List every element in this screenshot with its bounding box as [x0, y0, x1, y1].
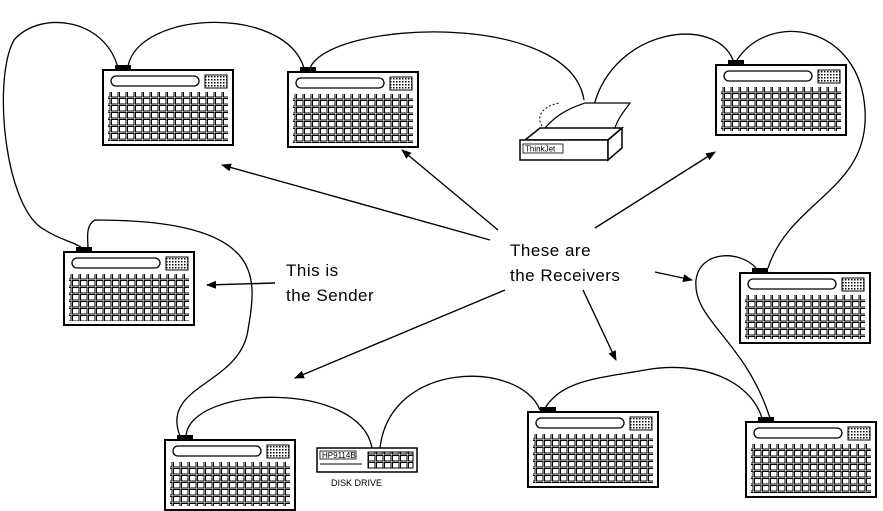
printer-label: ThinkJet — [525, 145, 556, 154]
arrow — [221, 163, 491, 241]
loop-cables — [2, 21, 866, 449]
calculator-3 — [715, 60, 847, 136]
cable — [185, 396, 373, 449]
thinkjet-printer: ThinkJet — [519, 102, 632, 162]
sender-label-line2: the Sender — [286, 286, 374, 305]
calculator-7 — [527, 407, 659, 488]
cable — [309, 31, 585, 101]
calculator-sender — [63, 247, 195, 326]
arrow — [594, 151, 716, 229]
cable — [86, 219, 253, 437]
disk-drive: HP9114B DISK DRIVE — [316, 447, 418, 488]
receivers-label-line2: the Receivers — [510, 266, 620, 285]
cable — [736, 30, 866, 269]
cable — [2, 21, 119, 249]
calculator-8 — [745, 417, 877, 498]
arrow — [206, 280, 276, 289]
cable — [593, 33, 734, 106]
arrows — [206, 149, 716, 379]
calculator-6 — [164, 435, 296, 511]
arrow — [654, 271, 693, 283]
cable — [543, 366, 763, 419]
arrow — [401, 149, 499, 231]
cable — [127, 21, 305, 69]
calculator-2 — [287, 67, 419, 148]
cable — [379, 375, 541, 449]
disk-drive-caption: DISK DRIVE — [331, 478, 382, 488]
calculator-1 — [102, 65, 234, 146]
arrow — [294, 289, 506, 379]
sender-label-line1: This is — [286, 261, 339, 280]
receivers-label-line1: These are — [510, 241, 591, 260]
cable — [695, 255, 771, 419]
calculator-5 — [739, 268, 871, 344]
disk-model-label: HP9114B — [322, 451, 356, 460]
arrow — [582, 289, 617, 361]
